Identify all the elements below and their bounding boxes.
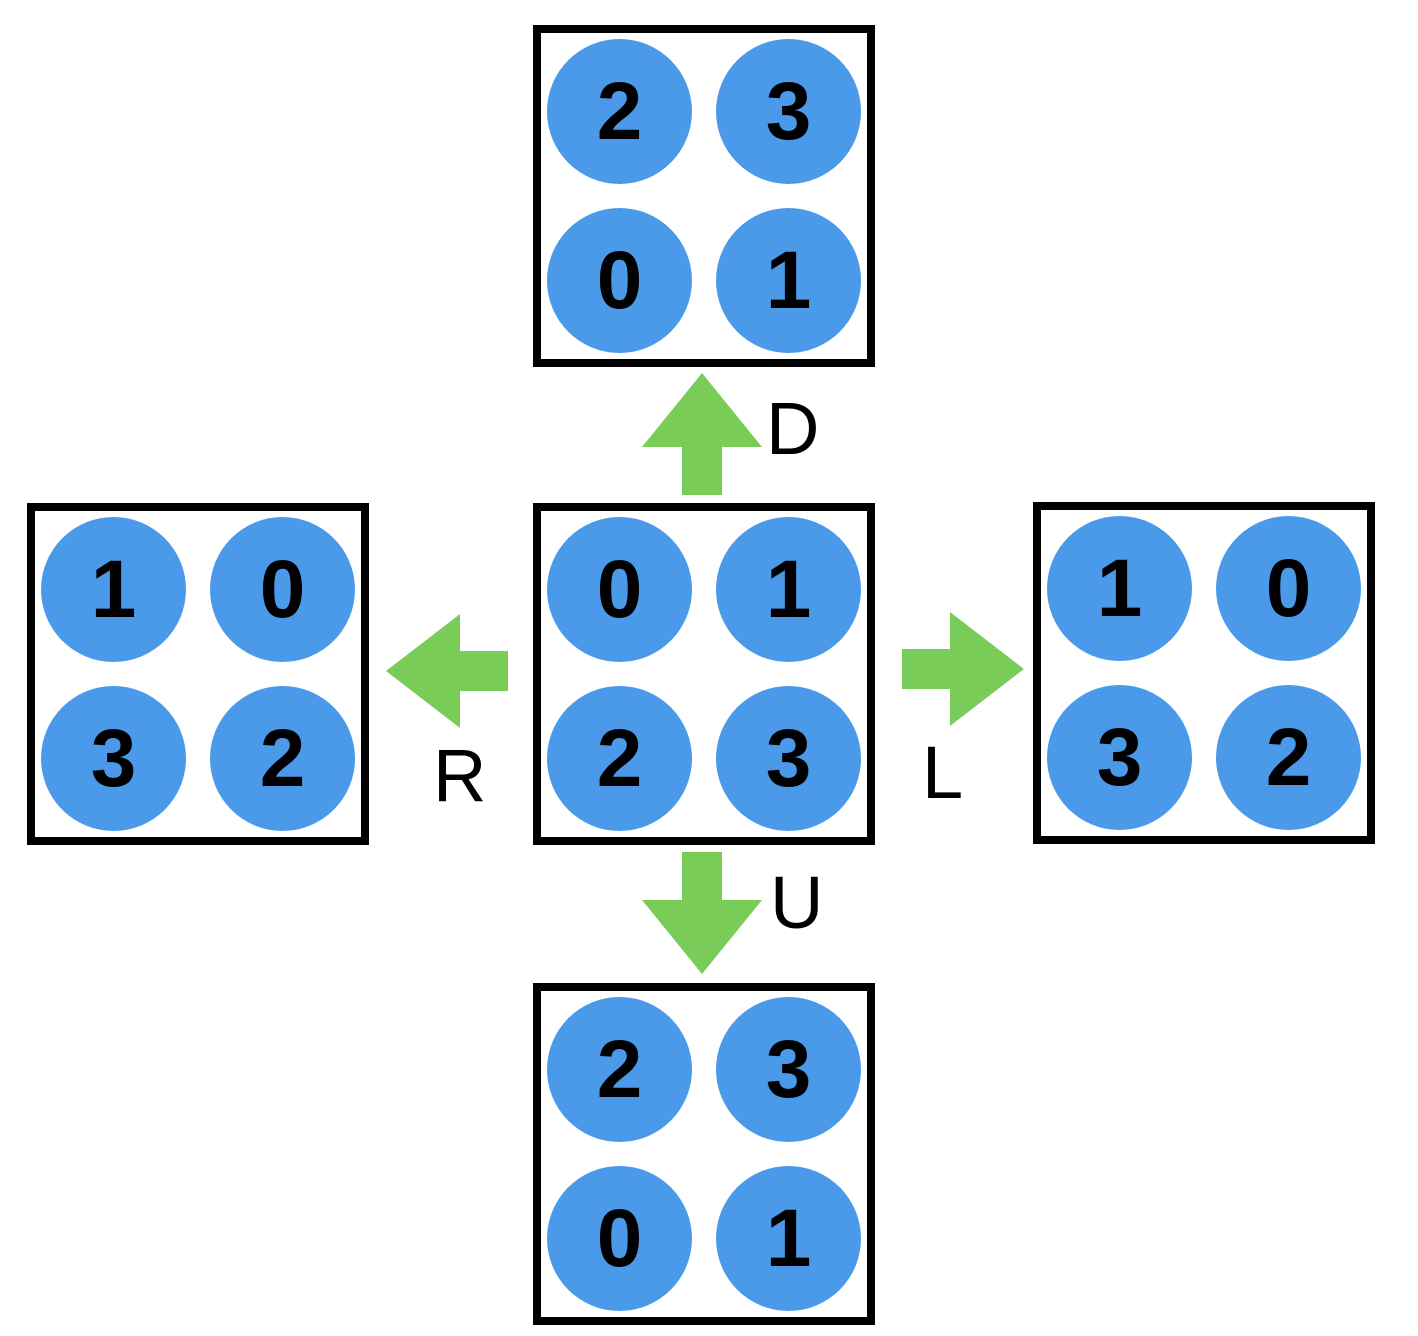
grid-bottom: 2 3 0 1: [533, 983, 875, 1325]
tile-circle: 0: [210, 517, 355, 662]
move-label-r: R: [433, 734, 487, 817]
down-arrow-icon: [642, 852, 762, 979]
move-label-l: L: [922, 731, 964, 814]
tile-circle: 1: [1047, 516, 1192, 661]
tile-circle: 3: [41, 686, 186, 831]
tile-circle: 0: [547, 208, 692, 353]
up-arrow-icon: [642, 373, 762, 500]
tile-circle: 3: [716, 686, 861, 831]
tile-circle: 1: [716, 1166, 861, 1311]
tile-circle: 3: [1047, 685, 1192, 830]
tile-circle: 1: [716, 208, 861, 353]
tile-circle: 0: [547, 517, 692, 662]
right-arrow-icon: [902, 612, 1024, 731]
tile-circle: 2: [1216, 685, 1361, 830]
grid-center: 0 1 2 3: [533, 503, 875, 845]
tile-circle: 2: [547, 39, 692, 184]
grid-top: 2 3 0 1: [533, 25, 875, 367]
tile-circle: 3: [716, 997, 861, 1142]
tile-circle: 2: [210, 686, 355, 831]
tile-circle: 1: [41, 517, 186, 662]
grid-right: 1 0 3 2: [1033, 502, 1375, 844]
tile-circle: 2: [547, 686, 692, 831]
left-arrow-icon: [386, 614, 508, 733]
move-label-d: D: [766, 387, 820, 470]
tile-circle: 2: [547, 997, 692, 1142]
tile-circle: 0: [1216, 516, 1361, 661]
tile-circle: 3: [716, 39, 861, 184]
tile-circle: 0: [547, 1166, 692, 1311]
tile-circle: 1: [716, 517, 861, 662]
grid-left: 1 0 3 2: [27, 503, 369, 845]
move-label-u: U: [770, 861, 824, 944]
